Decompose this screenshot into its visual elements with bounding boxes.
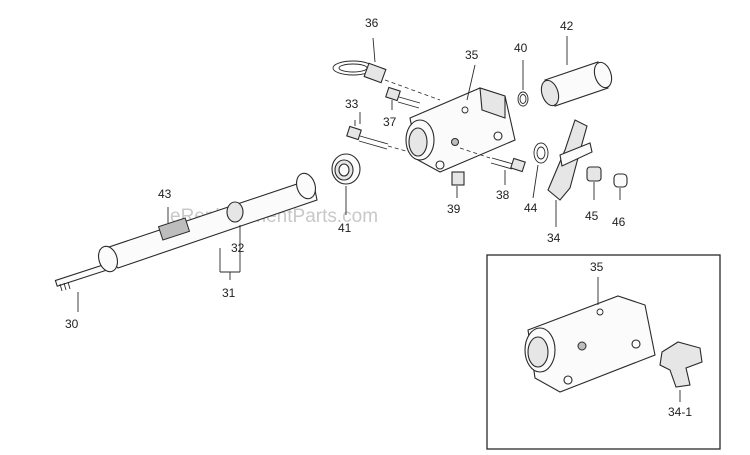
label-42: 42 [560, 19, 574, 33]
label-40: 40 [514, 41, 528, 55]
inset-label-34-1: 34-1 [668, 405, 692, 419]
inset-knob-part-34-1 [659, 341, 703, 402]
bolt-part-37 [385, 86, 421, 110]
label-32: 32 [231, 241, 245, 255]
eye-bolt-part-36 [332, 37, 441, 101]
label-46: 46 [612, 215, 626, 229]
label-38: 38 [496, 188, 510, 202]
inset-label-35: 35 [590, 260, 604, 274]
inset-box [486, 254, 721, 450]
label-39: 39 [447, 202, 461, 216]
label-30: 30 [65, 317, 79, 331]
leader-lines-31-32 [219, 225, 241, 280]
label-31: 31 [222, 286, 236, 300]
housing-part-35 [405, 64, 516, 173]
ring-part-40 [517, 60, 529, 107]
nut-part-39 [451, 171, 465, 198]
cap-part-46 [613, 173, 628, 200]
label-sticker-part-43 [157, 207, 191, 241]
washer-part-44 [532, 142, 549, 199]
tube-part-31 [97, 172, 318, 273]
label-45: 45 [585, 209, 599, 223]
nut-part-45 [586, 166, 602, 200]
label-33: 33 [345, 97, 359, 111]
bolt-part-38 [459, 147, 526, 185]
label-41: 41 [338, 221, 352, 235]
inset-housing-part-35 [524, 277, 656, 393]
bolt-part-33 [346, 120, 421, 156]
label-44: 44 [524, 201, 538, 215]
label-35: 35 [465, 48, 479, 62]
shaft-part-30 [54, 262, 111, 292]
bearing-part-41 [331, 153, 361, 215]
label-37: 37 [383, 115, 397, 129]
label-34: 34 [547, 231, 561, 245]
label-43: 43 [158, 187, 172, 201]
label-36: 36 [365, 16, 379, 30]
sleeve-part-42 [540, 36, 613, 107]
knob-part-34 [547, 119, 593, 227]
